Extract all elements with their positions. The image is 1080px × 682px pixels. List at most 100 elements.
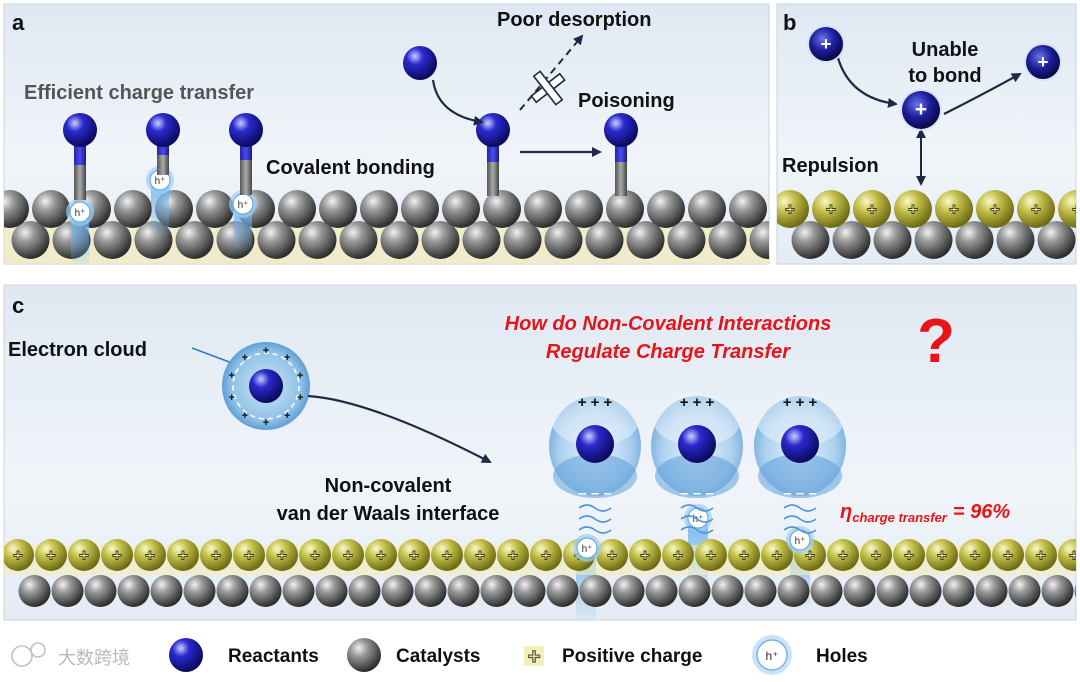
catalyst-atom (876, 575, 909, 607)
electron-cloud-reactant: ++++++++++ (222, 342, 310, 430)
positive-pole-glyph: + + + (578, 394, 613, 411)
catalyst-atom (955, 221, 994, 259)
positive-charge-glyph: + (46, 546, 56, 565)
watermark: 大数跨境 (11, 642, 130, 669)
positive-charge-glyph: + (178, 546, 188, 565)
vdw-wave (783, 515, 817, 523)
watermark-text: 大数跨境 (58, 648, 130, 669)
panel-b: ++++++++ (777, 190, 1076, 259)
cloud-charge-mark: + (229, 392, 235, 404)
panel-a: h⁺h⁺h⁺ (4, 113, 769, 264)
catalyst-atom (729, 190, 767, 228)
catalyst-atom (93, 221, 132, 259)
repulsion-label: Repulsion (782, 155, 879, 177)
catalyst-atom (579, 575, 612, 607)
positive-atom (497, 539, 529, 571)
vdw-reactants-c: + + +– – –+ + +– – –+ + +– – – (549, 394, 846, 534)
adsorbed-reactant (63, 113, 97, 147)
adsorbed-reactant (604, 113, 638, 147)
catalyst-atom (1008, 575, 1041, 607)
catalyst-atom (414, 575, 447, 607)
cloud-charge-mark: + (263, 417, 269, 429)
hole-glyph: h⁺ (582, 544, 593, 555)
cation-sphere (1026, 45, 1060, 79)
negative-pole-glyph: – – – (783, 485, 816, 502)
unable-label-line1: Unable (912, 39, 979, 61)
positive-atom (1025, 539, 1057, 571)
panel-c: +++++++++++++++++++++++++++++++++ h⁺h⁺h⁺… (4, 394, 1079, 620)
cloud-upper-half (653, 394, 741, 446)
positive-charge-glyph: + (244, 546, 254, 565)
catalyst-atom (380, 221, 419, 259)
positive-atom (812, 190, 850, 228)
catalyst-atom (1041, 575, 1074, 607)
catalyst-atom (339, 221, 378, 259)
legend-reactants: Reactants (228, 646, 319, 667)
positive-atom (68, 539, 100, 571)
panel-b-letter: b (783, 10, 796, 35)
bond-stem-base (615, 162, 627, 196)
positive-atom (398, 539, 430, 571)
positive-charge-glyph: + (475, 546, 485, 565)
catalyst-atom (909, 575, 942, 607)
positive-charge-glyph: + (772, 546, 782, 565)
positive-charge-glyph: + (838, 546, 848, 565)
catalyst-atom (381, 575, 414, 607)
positive-charge-glyph: + (871, 546, 881, 565)
catalyst-atom (524, 190, 562, 228)
positive-charge-glyph: + (949, 200, 959, 219)
positive-charge-glyph: + (970, 546, 980, 565)
catalyst-atom (4, 190, 29, 228)
legend-holes: Holes (816, 646, 868, 667)
vdw-wave (680, 515, 714, 523)
legend-hole-glyph: h⁺ (765, 649, 778, 663)
eta-subscript: charge transfer (852, 510, 948, 525)
efficiency-label: ηcharge transfer = 96% (840, 501, 1010, 525)
cloud-lower-half (758, 454, 842, 498)
approach-arrow-b (836, 57, 898, 108)
question-line1: How do Non-Covalent Interactions (505, 313, 832, 335)
positive-charge-glyph: + (640, 546, 650, 565)
catalyst-atom (114, 190, 152, 228)
vdw-reactant-sphere (781, 425, 819, 463)
electron-cloud-label: Electron cloud (8, 339, 147, 361)
positive-charge-glyph: + (1069, 546, 1079, 565)
efficient-charge-transfer-label: Efficient charge transfer (24, 82, 254, 104)
positive-atom (266, 539, 298, 571)
catalyst-atom (150, 575, 183, 607)
positive-atom (431, 539, 463, 571)
unable-label-line2: to bond (908, 65, 981, 87)
cation-sphere (902, 91, 940, 129)
positive-atom (992, 539, 1024, 571)
positive-atom (4, 539, 34, 571)
positive-charge-glyph: + (409, 546, 419, 565)
cloud-approach-arrow (307, 394, 492, 463)
positive-atom (935, 190, 973, 228)
catalyst-atom (606, 190, 644, 228)
catalyst-atom (18, 575, 51, 607)
charged-lattice-b: ++++++++ (777, 190, 1076, 259)
catalyst-lattice-a (4, 190, 769, 264)
positive-charge-glyph: + (343, 546, 353, 565)
vdw-wave (783, 504, 817, 512)
vdw-wave (680, 504, 714, 512)
positive-charge-glyph: + (79, 546, 89, 565)
positive-atom (629, 539, 661, 571)
positive-charge-glyph: + (904, 546, 914, 565)
hole-trail (151, 180, 169, 240)
legend-plus-glyph: + (528, 644, 541, 669)
positive-atom (101, 539, 133, 571)
catalyst-atom (175, 221, 214, 259)
positive-charge-glyph: + (805, 546, 815, 565)
catalyst-atom (843, 575, 876, 607)
hole-marker (576, 537, 598, 559)
adsorbed-reactant (476, 113, 510, 147)
eta-symbol: η (840, 501, 852, 523)
positive-charge-glyph: + (277, 546, 287, 565)
eta-value: = 96% (953, 501, 1010, 523)
catalyst-atom (914, 221, 953, 259)
cloud-charge-mark: + (229, 370, 235, 382)
positive-atom (761, 539, 793, 571)
positive-charge-glyph: + (310, 546, 320, 565)
noncovalent-label-line2: van der Waals interface (277, 503, 500, 525)
